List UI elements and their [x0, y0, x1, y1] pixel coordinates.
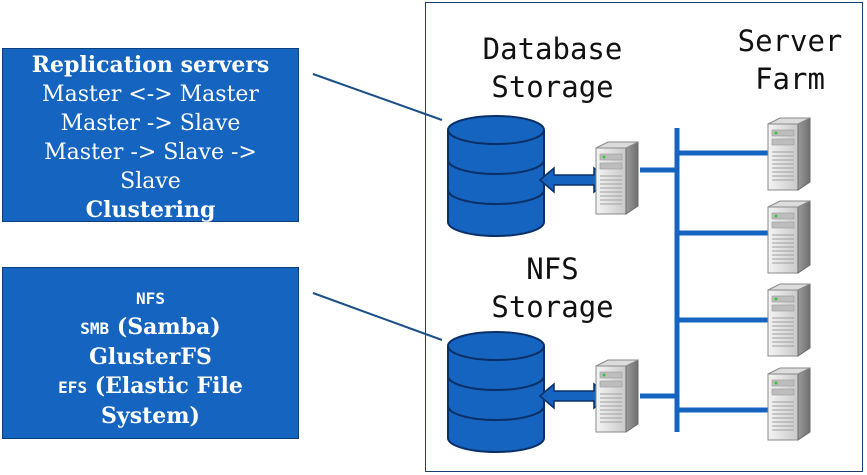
nfs-entry: NFS	[3, 283, 298, 313]
database-cylinder-icon	[447, 115, 545, 237]
farm-server-icon-2	[767, 200, 811, 274]
nfs-title-line-1: NFS	[526, 252, 579, 286]
smb-entry: SMB (Samba)	[3, 313, 298, 343]
nfs-title-line-2: Storage	[491, 290, 614, 324]
efs-entry-line-2: System)	[101, 403, 200, 429]
clustering-label: Clustering	[85, 197, 216, 223]
efs-abbr: EFS	[58, 378, 88, 397]
nfs-storage-title: NFS Storage	[450, 250, 655, 326]
efs-entry: EFS (Elastic File	[3, 372, 298, 402]
storage-frame	[425, 2, 863, 472]
replication-servers-box: Replication servers Master <-> Master Ma…	[2, 48, 299, 223]
database-storage-title: Database Storage	[450, 30, 655, 106]
farm-server-icon-3	[767, 283, 811, 357]
nfs-cylinder-icon	[447, 331, 545, 453]
filesystems-box: NFS SMB (Samba) GlusterFS EFS (Elastic F…	[2, 267, 299, 439]
database-title-line-2: Storage	[491, 70, 614, 104]
replication-title: Replication servers	[31, 52, 270, 78]
database-title-line-1: Database	[482, 32, 623, 66]
farm-server-icon-1	[767, 117, 811, 191]
farm-title-line-1: Server	[737, 24, 843, 58]
nfs-abbr: NFS	[136, 289, 165, 308]
replication-line-2: Master -> Slave	[60, 111, 241, 136]
filesystems-connector-line	[312, 292, 443, 341]
server-farm-title: Server Farm	[715, 22, 865, 98]
replication-line-4: Slave	[120, 169, 181, 194]
replication-connector-line	[312, 73, 443, 121]
db-server-icon	[595, 141, 639, 215]
efs-name: (Elastic File	[87, 373, 243, 399]
farm-title-line-2: Farm	[755, 62, 825, 96]
replication-line-3: Master -> Slave ->	[44, 140, 257, 165]
farm-server-icon-4	[767, 367, 811, 441]
smb-name: (Samba)	[109, 314, 221, 340]
smb-abbr: SMB	[80, 319, 110, 338]
glusterfs-entry: GlusterFS	[89, 344, 212, 370]
nfs-server-icon	[595, 359, 639, 433]
replication-line-1: Master <-> Master	[42, 82, 259, 107]
